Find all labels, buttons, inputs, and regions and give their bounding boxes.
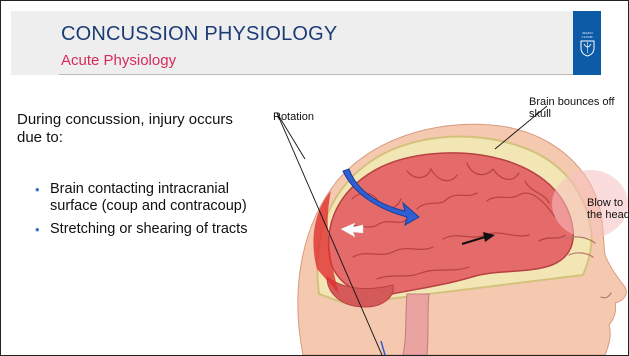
bullet-item: • Brain contacting intracranial surface … (35, 181, 260, 215)
bullet-marker-icon: • (35, 221, 40, 238)
label-brain-bounces: Brain bounces off skull (529, 96, 625, 120)
label-blow-to-head: Blow to the head (587, 197, 629, 221)
brainstem (403, 294, 429, 355)
bullet-text: Brain contacting intracranial surface (c… (50, 181, 247, 214)
shield-icon: MAYO CLINIC (579, 29, 596, 57)
bullet-list: • Brain contacting intracranial surface … (35, 181, 260, 244)
slide-subtitle: Acute Physiology (61, 52, 176, 69)
label-rotation: Rotation (273, 111, 314, 123)
intro-text: During concussion, injury occurs due to: (17, 111, 252, 147)
svg-text:CLINIC: CLINIC (582, 35, 594, 39)
bullet-text: Stretching or shearing of tracts (50, 221, 247, 237)
bullet-marker-icon: • (35, 181, 40, 198)
slide-title: CONCUSSION PHYSIOLOGY (61, 23, 337, 46)
brain-illustration (257, 89, 628, 355)
bullet-item: • Stretching or shearing of tracts (35, 221, 260, 238)
header-divider (59, 74, 573, 75)
mayo-clinic-logo: MAYO CLINIC (573, 11, 601, 75)
